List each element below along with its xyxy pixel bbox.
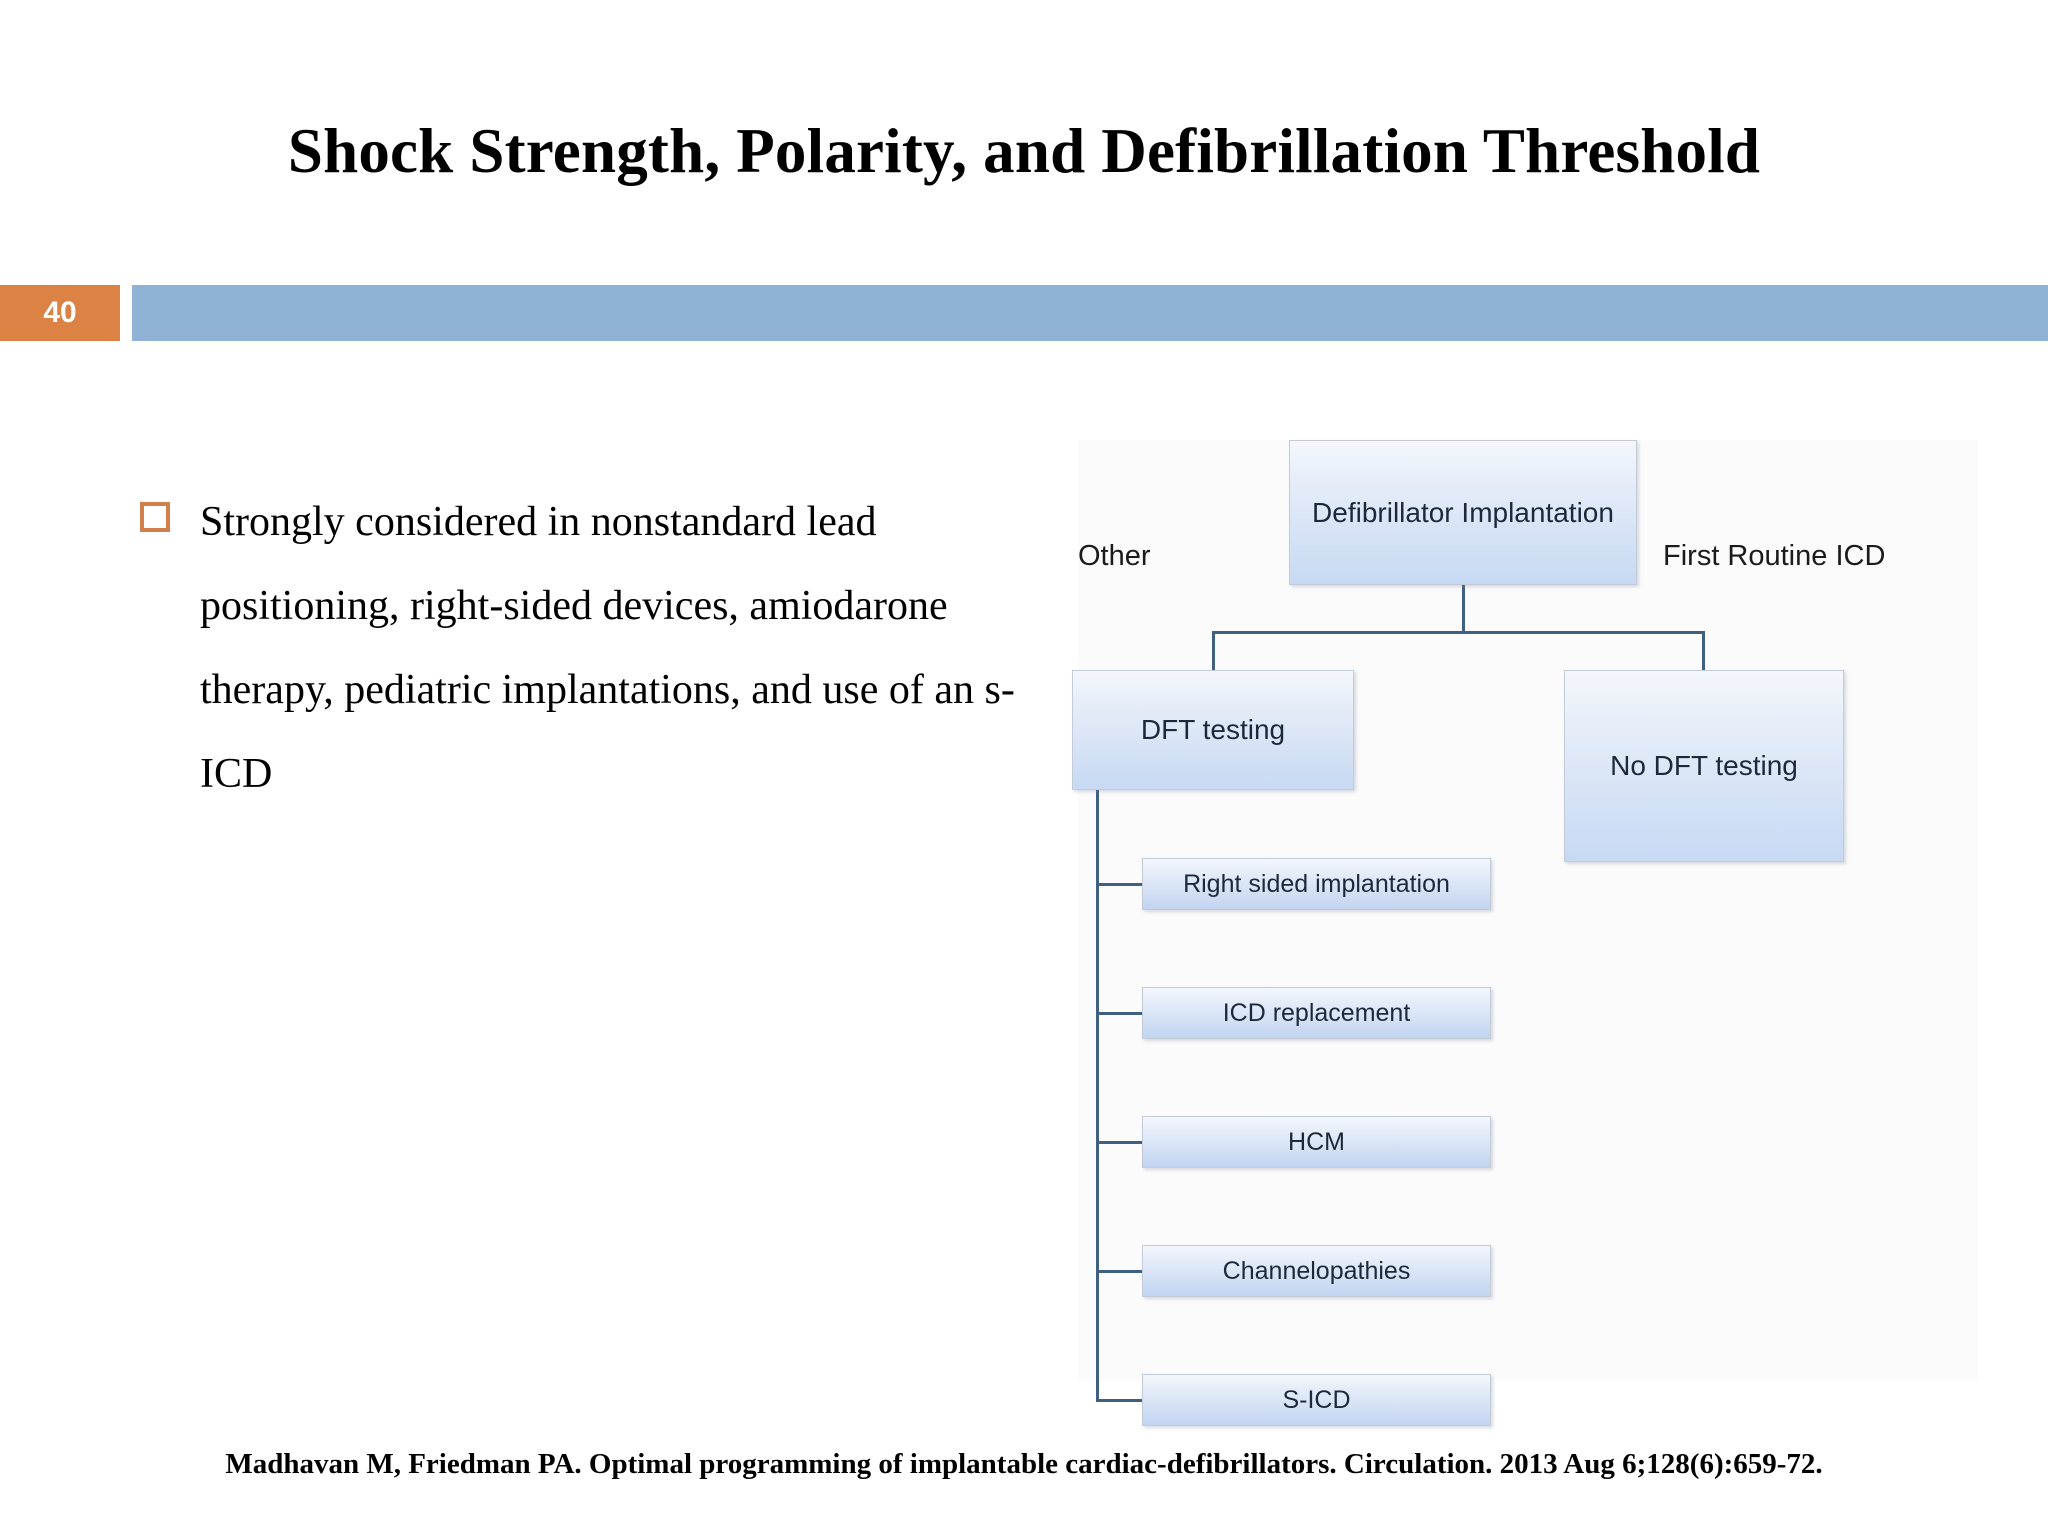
connector-root-stem bbox=[1462, 585, 1465, 633]
divider-bar bbox=[132, 285, 2048, 341]
connector-left-drop bbox=[1212, 631, 1215, 673]
connector-tick-5 bbox=[1096, 1399, 1144, 1402]
connector-tick-1 bbox=[1096, 883, 1144, 886]
connector-tick-4 bbox=[1096, 1270, 1144, 1273]
citation-text: Madhavan M, Friedman PA. Optimal program… bbox=[225, 1448, 1823, 1480]
flowchart-box-no-dft-testing: No DFT testing bbox=[1564, 670, 1844, 862]
flowchart-box-right-sided-implantation: Right sided implantation bbox=[1142, 858, 1491, 910]
divider-band: 40 bbox=[0, 285, 2048, 341]
bullet-list: Strongly considered in nonstandard lead … bbox=[140, 480, 1020, 816]
hollow-square-bullet-icon bbox=[140, 502, 170, 532]
flowchart-box-hcm: HCM bbox=[1142, 1116, 1491, 1168]
list-item: Strongly considered in nonstandard lead … bbox=[140, 480, 1020, 816]
connector-spine bbox=[1096, 788, 1099, 1402]
connector-root-bar bbox=[1212, 631, 1705, 634]
slide-number-badge: 40 bbox=[0, 285, 120, 341]
connector-right-drop bbox=[1702, 631, 1705, 673]
flowchart-box-sicd: S-ICD bbox=[1142, 1374, 1491, 1426]
bullet-text: Strongly considered in nonstandard lead … bbox=[200, 499, 1015, 797]
flowchart-box-dft-testing: DFT testing bbox=[1072, 670, 1354, 790]
page-title: Shock Strength, Polarity, and Defibrilla… bbox=[287, 116, 1761, 186]
flowchart-box-defibrillator-implantation: Defibrillator Implantation bbox=[1289, 440, 1637, 585]
connector-tick-3 bbox=[1096, 1141, 1144, 1144]
dft-testing-decision-flowchart: Other First Routine ICD Defibrillator Im… bbox=[1072, 440, 1978, 1426]
slide-number-text: 40 bbox=[43, 296, 77, 329]
branch-label-other: Other bbox=[1078, 540, 1151, 572]
flowchart-box-icd-replacement: ICD replacement bbox=[1142, 987, 1491, 1039]
branch-label-first-routine-icd: First Routine ICD bbox=[1663, 540, 1886, 572]
flowchart-box-channelopathies: Channelopathies bbox=[1142, 1245, 1491, 1297]
connector-tick-2 bbox=[1096, 1012, 1144, 1015]
